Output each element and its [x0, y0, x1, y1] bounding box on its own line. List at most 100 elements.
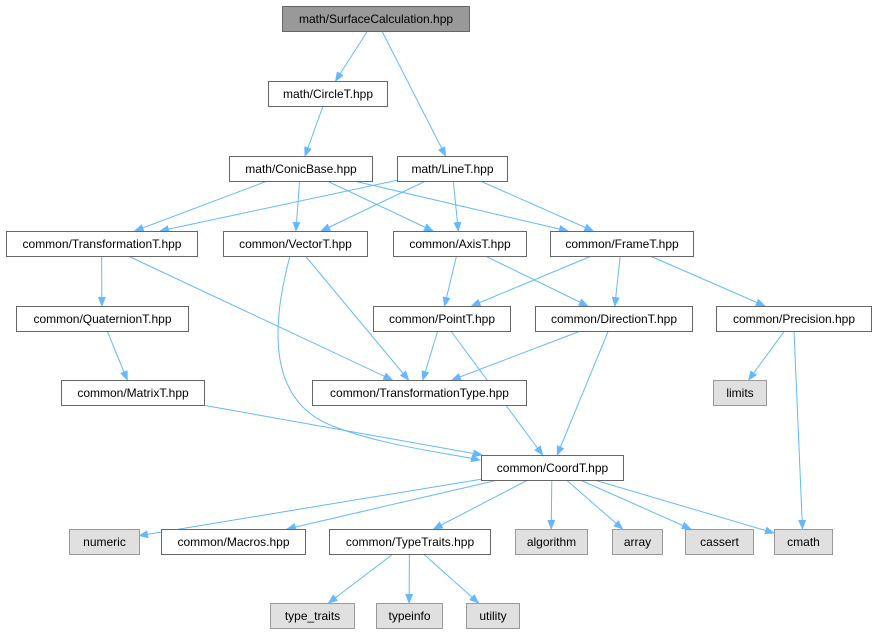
edge-direction-to-coord — [556, 330, 609, 456]
node-label: common/TransformationType.hpp — [330, 386, 509, 400]
node-transformation[interactable]: common/TransformationT.hpp — [6, 231, 198, 257]
node-circle[interactable]: math/CircleT.hpp — [268, 81, 388, 107]
node-axis[interactable]: common/AxisT.hpp — [393, 231, 527, 257]
edge-conic-to-frame — [353, 180, 569, 233]
edge-conic-to-axis — [326, 180, 434, 232]
node-box — [481, 455, 624, 481]
node-label: common/MatrixT.hpp — [77, 386, 189, 400]
node-box — [223, 231, 368, 257]
node-coord[interactable]: common/CoordT.hpp — [481, 455, 624, 481]
node-box — [515, 529, 588, 555]
edge-coord-to-cassert — [579, 479, 692, 530]
node-label: common/QuaternionT.hpp — [33, 312, 171, 326]
node-ttype[interactable]: common/TransformationType.hpp — [312, 380, 527, 406]
node-line[interactable]: math/LineT.hpp — [397, 156, 508, 182]
node-label: common/DirectionT.hpp — [551, 312, 677, 326]
node-box — [329, 529, 491, 555]
node-box — [282, 6, 470, 32]
node-box — [270, 603, 355, 629]
edges-layer — [97, 30, 807, 604]
node-label: math/LineT.hpp — [411, 162, 493, 176]
node-label: common/TypeTraits.hpp — [346, 535, 475, 549]
node-cmath: cmath — [774, 529, 833, 555]
edge-coord-to-numeric — [138, 478, 482, 539]
node-box — [393, 231, 527, 257]
node-box — [69, 529, 140, 555]
node-box — [312, 380, 527, 406]
node-box — [774, 529, 833, 555]
node-box — [229, 156, 373, 182]
node-conic[interactable]: math/ConicBase.hpp — [229, 156, 373, 182]
node-label: common/CoordT.hpp — [497, 461, 609, 475]
node-label: limits — [726, 386, 753, 400]
node-box — [373, 306, 511, 332]
node-box — [713, 380, 767, 406]
node-point[interactable]: common/PointT.hpp — [373, 306, 511, 332]
edge-quaternion-to-matrix — [106, 330, 128, 381]
node-surface: math/SurfaceCalculation.hpp — [282, 6, 470, 32]
node-box — [61, 380, 205, 406]
node-label: cmath — [787, 535, 820, 549]
node-type_traits: type_traits — [270, 603, 355, 629]
edge-line-to-axis — [452, 180, 462, 232]
node-label: cassert — [700, 535, 739, 549]
edge-precision-to-limits — [748, 330, 785, 381]
edge-surface-to-line — [381, 30, 447, 157]
node-label: type_traits — [285, 609, 340, 623]
node-precision[interactable]: common/Precision.hpp — [716, 306, 872, 332]
edge-matrix-to-coord — [202, 404, 484, 458]
node-box — [16, 306, 189, 332]
node-vector[interactable]: common/VectorT.hpp — [223, 231, 368, 257]
node-frame[interactable]: common/FrameT.hpp — [550, 231, 694, 257]
edge-coord-to-macros — [285, 479, 499, 531]
edge-coord-to-cmath — [594, 479, 775, 535]
edge-axis-to-point — [442, 255, 457, 307]
edge-point-to-ttype — [421, 330, 439, 381]
node-box — [6, 231, 198, 257]
node-typetraits[interactable]: common/TypeTraits.hpp — [329, 529, 491, 555]
node-box — [466, 603, 520, 629]
edge-vector-to-ttype — [305, 255, 410, 381]
node-matrix[interactable]: common/MatrixT.hpp — [61, 380, 205, 406]
edge-line-to-frame — [480, 180, 595, 232]
node-box — [550, 231, 694, 257]
node-label: math/CircleT.hpp — [283, 87, 373, 101]
node-box — [716, 306, 872, 332]
edge-axis-to-direction — [484, 255, 589, 307]
edge-circle-to-conic — [304, 105, 324, 157]
node-label: utility — [479, 609, 506, 623]
edge-conic-to-vector — [292, 180, 301, 232]
node-box — [612, 529, 663, 555]
node-array: array — [612, 529, 663, 555]
node-direction[interactable]: common/DirectionT.hpp — [535, 306, 693, 332]
node-algorithm: algorithm — [515, 529, 588, 555]
node-macros[interactable]: common/Macros.hpp — [161, 529, 306, 555]
edge-precision-to-cmath — [793, 330, 807, 530]
edge-frame-to-precision — [650, 255, 766, 307]
node-label: math/ConicBase.hpp — [245, 162, 357, 176]
edge-frame-to-point — [470, 255, 592, 307]
edge-direction-to-ttype — [450, 330, 581, 381]
node-label: common/FrameT.hpp — [565, 237, 679, 251]
node-box — [685, 529, 754, 555]
node-utility: utility — [466, 603, 520, 629]
edge-line-to-transformation — [158, 179, 398, 234]
edge-typetraits-to-type_traits — [327, 553, 394, 604]
edge-coord-to-typetraits — [432, 479, 529, 530]
edge-conic-to-transformation — [133, 180, 268, 232]
node-label: typeinfo — [388, 609, 430, 623]
node-quaternion[interactable]: common/QuaternionT.hpp — [16, 306, 189, 332]
node-box — [268, 81, 388, 107]
nodes-layer: math/SurfaceCalculation.hpp math/CircleT.… — [6, 6, 872, 629]
node-label: algorithm — [527, 535, 576, 549]
node-label: array — [624, 535, 651, 549]
node-label: common/TransformationT.hpp — [23, 237, 182, 251]
node-typeinfo: typeinfo — [376, 603, 443, 629]
node-limits: limits — [713, 380, 767, 406]
edge-coord-to-array — [566, 479, 624, 530]
node-label: common/Macros.hpp — [177, 535, 289, 549]
node-label: common/AxisT.hpp — [409, 237, 511, 251]
edge-surface-to-circle — [334, 30, 368, 82]
node-label: math/SurfaceCalculation.hpp — [299, 12, 453, 26]
